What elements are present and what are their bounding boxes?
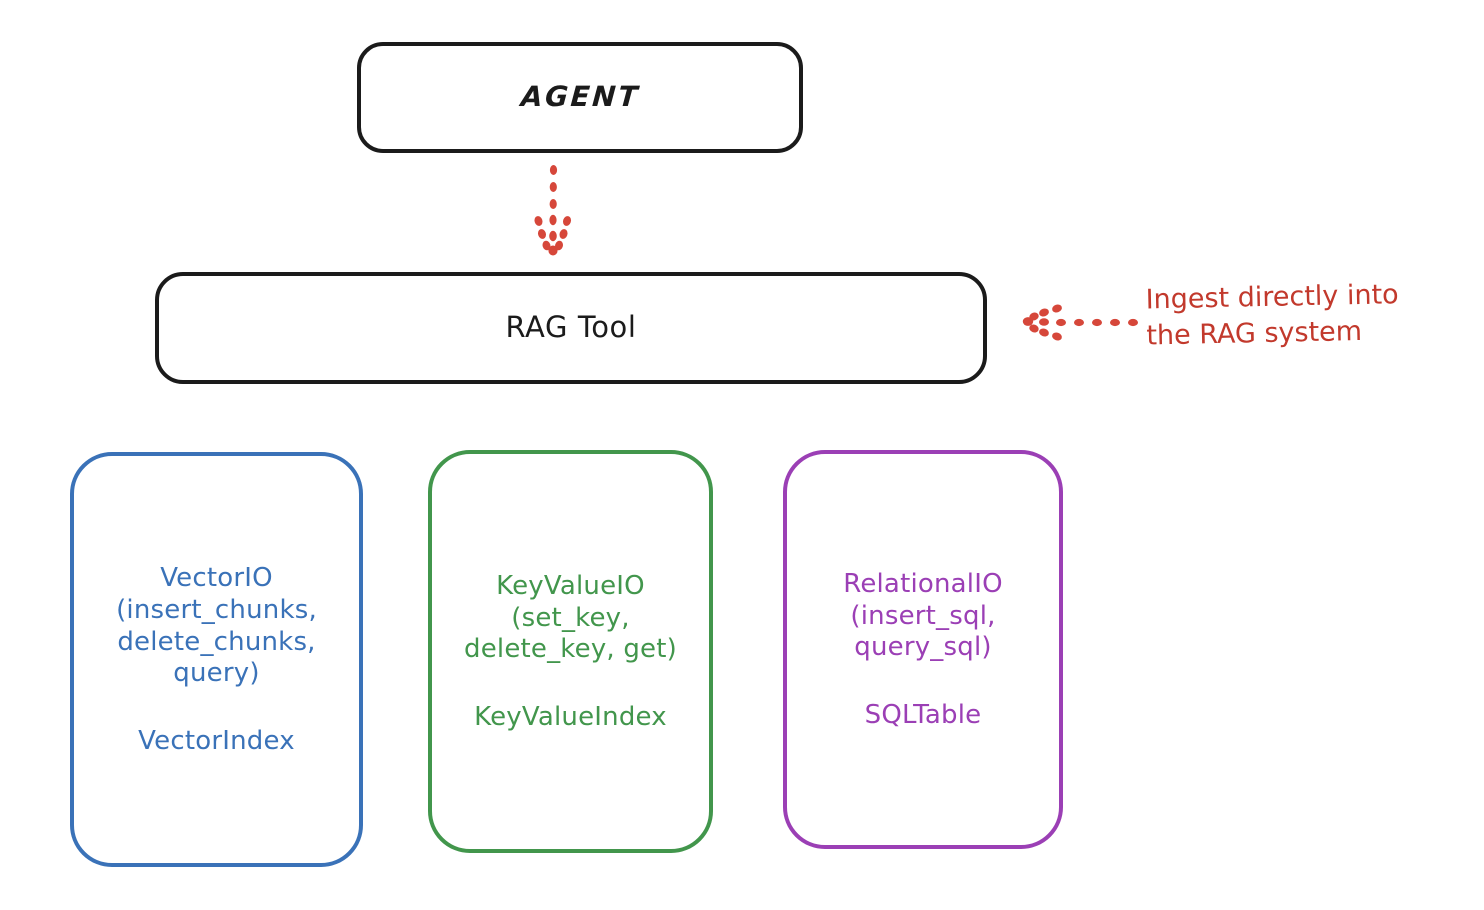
vector-index-label: VectorIndex [138,725,295,756]
key-value-io-label: KeyValueIO (set_key, delete_key, get) [464,570,677,665]
rag-tool-node[interactable]: RAG Tool [155,272,987,384]
relational-io-node[interactable]: RelationalIO (insert_sql, query_sql) SQL… [783,450,1063,849]
agent-node-label: AGENT [519,80,641,114]
key-value-io-node[interactable]: KeyValueIO (set_key, delete_key, get) Ke… [428,450,713,853]
sql-table-label: SQLTable [864,700,982,731]
relational-io-label: RelationalIO (insert_sql, query_sql) [843,568,1003,663]
ingest-annotation-text: Ingest directly into the RAG system [1145,279,1399,352]
key-value-index-label: KeyValueIndex [474,702,667,733]
ingest-to-rag-tool-arrow [1022,304,1138,341]
vector-io-label: VectorIO (insert_chunks, delete_chunks, … [116,563,317,689]
agent-node[interactable]: AGENT [357,42,803,153]
vector-io-node[interactable]: VectorIO (insert_chunks, delete_chunks, … [70,452,363,867]
agent-to-rag-tool-arrow [534,165,572,256]
rag-tool-node-label: RAG Tool [505,310,637,345]
